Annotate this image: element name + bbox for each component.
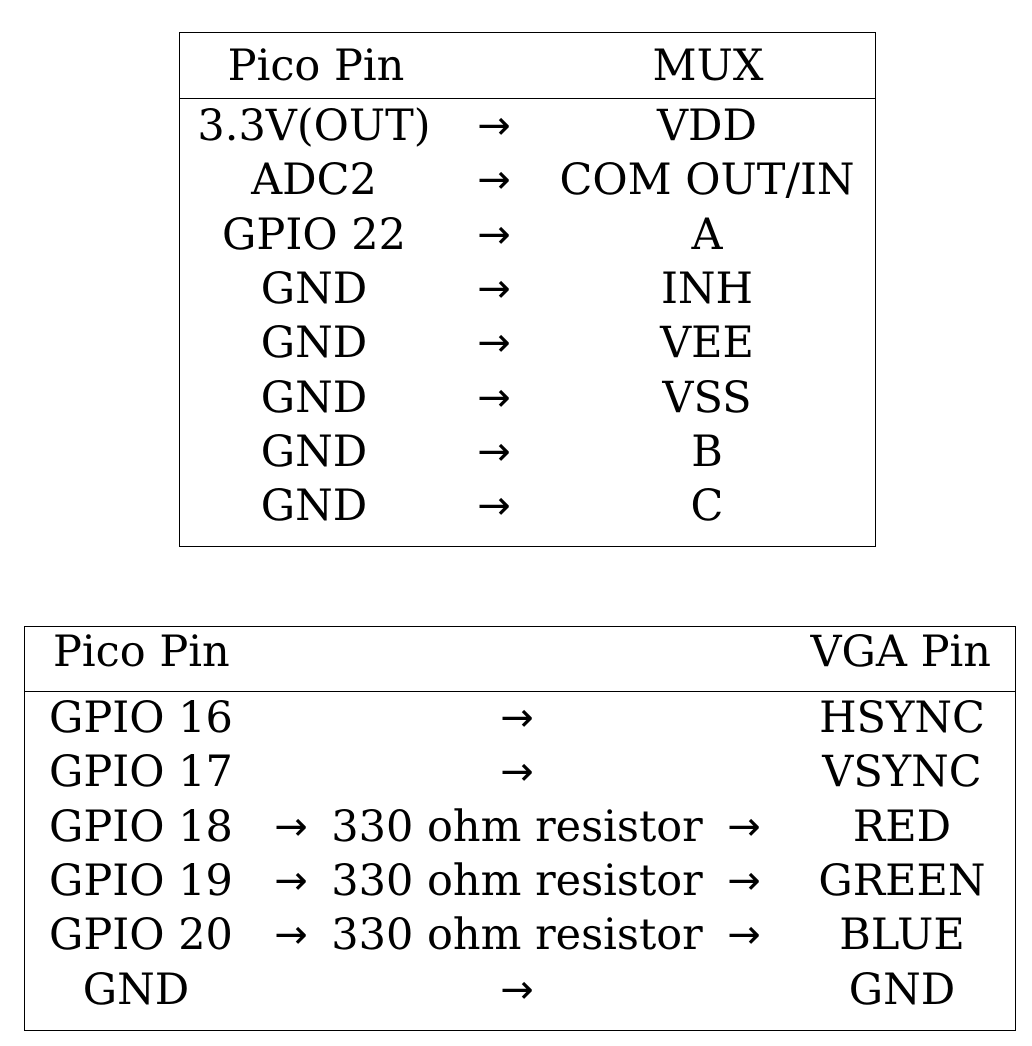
mux-header-pico-pin: Pico Pin — [227, 41, 405, 91]
resistor-cell: 330 ohm resistor — [331, 910, 703, 961]
vga-pin-cell: VSYNC — [822, 747, 982, 798]
arrow-cell: → — [274, 912, 308, 959]
mux-header-mux: MUX — [652, 41, 764, 91]
resistor-cell: 330 ohm resistor — [331, 855, 703, 906]
arrow-cell: → — [477, 320, 511, 367]
pico-pin-cell: GPIO 22 — [222, 209, 406, 260]
pico-pin-cell: GND — [82, 964, 190, 1015]
mux-wiring-table: Pico Pin MUX 3.3V(OUT) → VDD ADC2 → COM OUT/I… — [179, 32, 876, 547]
arrow-cell: → — [500, 695, 534, 741]
resistor-cell: 330 ohm resistor — [331, 801, 703, 852]
vga-pin-cell: RED — [852, 801, 952, 852]
mux-header-rule — [180, 98, 875, 99]
mux-pin-cell: VSS — [662, 372, 752, 423]
arrow-cell: → — [500, 749, 534, 796]
vga-pin-cell: GREEN — [818, 855, 986, 906]
pico-pin-cell: GND — [260, 481, 368, 532]
pico-pin-cell: GPIO 17 — [49, 747, 233, 798]
mux-pin-cell: COM OUT/IN — [559, 155, 855, 206]
pico-pin-cell: 3.3V(OUT) — [197, 101, 431, 151]
arrow-cell: → — [477, 483, 511, 530]
arrow-cell: → — [477, 157, 511, 204]
arrow-cell: → — [477, 265, 511, 312]
vga-header-rule — [25, 691, 1015, 692]
pico-pin-cell: GPIO 18 — [49, 801, 233, 852]
vga-pin-cell: GND — [848, 964, 956, 1015]
arrow-cell: → — [477, 211, 511, 258]
pico-pin-cell: GPIO 16 — [49, 693, 233, 743]
mux-pin-cell: C — [690, 481, 724, 532]
pico-pin-cell: ADC2 — [251, 155, 377, 206]
mux-pin-cell: B — [691, 426, 723, 477]
vga-pin-cell: HSYNC — [819, 693, 985, 743]
pico-pin-cell: GND — [260, 372, 368, 423]
pico-pin-cell: GPIO 20 — [49, 910, 233, 961]
arrow-cell: → — [274, 803, 308, 850]
vga-wiring-table: Pico Pin VGA Pin GPIO 16 → HSYNC GPIO 17 → VS… — [24, 626, 1016, 1031]
arrow-cell: → — [727, 803, 761, 850]
pico-pin-cell: GND — [260, 263, 368, 314]
arrow-cell: → — [477, 428, 511, 475]
arrow-cell: → — [500, 966, 534, 1013]
pico-pin-cell: GND — [260, 318, 368, 369]
arrow-cell: → — [274, 857, 308, 904]
pico-pin-cell: GPIO 19 — [49, 855, 233, 906]
vga-header-pico-pin: Pico Pin — [53, 627, 230, 677]
mux-pin-cell: A — [691, 209, 723, 260]
mux-pin-cell: VEE — [660, 318, 754, 369]
vga-pin-cell: BLUE — [839, 910, 965, 961]
mux-pin-cell: VDD — [656, 101, 758, 151]
vga-header-vga-pin: VGA Pin — [810, 627, 991, 677]
mux-pin-cell: INH — [660, 263, 754, 314]
arrow-cell: → — [477, 374, 511, 421]
arrow-cell: → — [727, 857, 761, 904]
arrow-cell: → — [477, 103, 511, 149]
arrow-cell: → — [727, 912, 761, 959]
pico-pin-cell: GND — [260, 426, 368, 477]
